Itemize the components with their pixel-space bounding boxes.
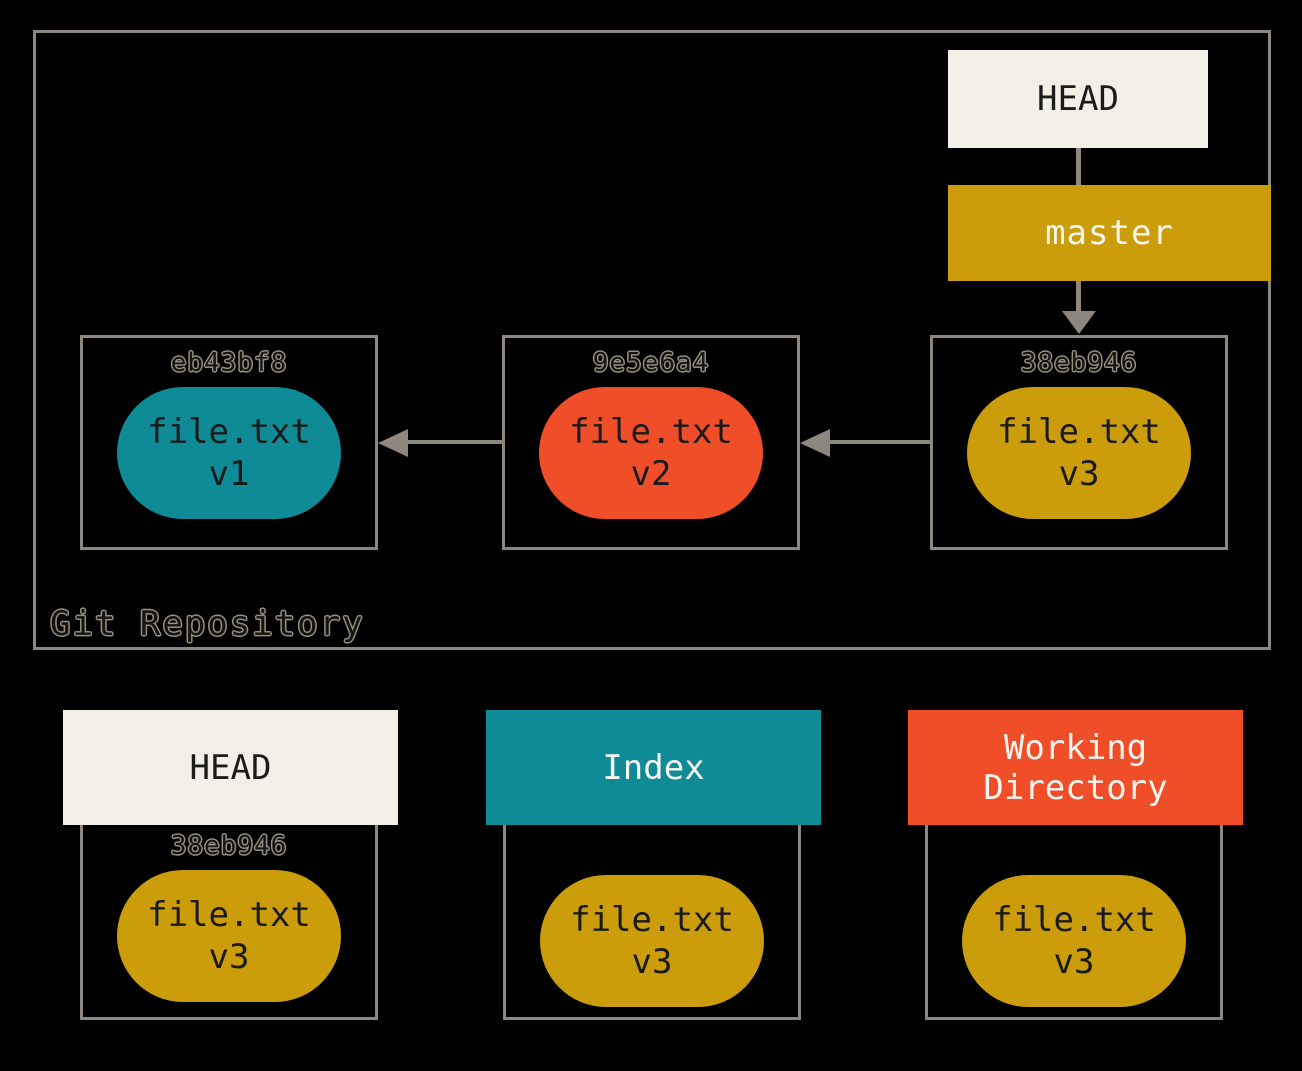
master-branch-box: master — [948, 185, 1271, 281]
file-name: file.txt — [569, 412, 733, 452]
area-box-working-directory: file.txt v3 — [925, 820, 1223, 1020]
commit-box-1: eb43bf8 file.txt v1 — [80, 335, 378, 550]
file-version: v1 — [208, 454, 250, 494]
file-version: v2 — [630, 454, 672, 494]
file-version: v3 — [1058, 454, 1100, 494]
file-version: v3 — [1053, 942, 1095, 982]
commit-box-2: 9e5e6a4 file.txt v2 — [502, 335, 800, 550]
file-blob: file.txt v3 — [117, 870, 341, 1002]
commit-box-3: 38eb946 file.txt v3 — [930, 335, 1228, 550]
file-blob: file.txt v3 — [540, 875, 764, 1007]
area-title: HEAD — [189, 747, 272, 788]
file-name: file.txt — [570, 900, 734, 940]
file-name: file.txt — [992, 900, 1156, 940]
area-header-index: Index — [486, 710, 821, 825]
commit3-to-commit2-arrow — [828, 440, 930, 444]
master-to-commit-connector — [1076, 281, 1081, 312]
head-pointer-label: HEAD — [1037, 79, 1119, 119]
file-name: file.txt — [147, 895, 311, 935]
master-branch-label: master — [1045, 213, 1174, 253]
head-pointer-box: HEAD — [948, 50, 1208, 148]
file-version: v3 — [631, 942, 673, 982]
file-blob: file.txt v1 — [117, 387, 341, 519]
area-box-index: file.txt v3 — [503, 820, 801, 1020]
git-repository-label: Git Repository — [50, 604, 365, 644]
file-blob: file.txt v3 — [967, 387, 1191, 519]
left-arrowhead-icon — [800, 429, 830, 457]
commit-hash: 9e5e6a4 — [592, 348, 710, 378]
commit-hash: eb43bf8 — [170, 348, 288, 378]
head-to-master-connector — [1076, 148, 1081, 185]
file-version: v3 — [208, 937, 250, 977]
area-box-head: 38eb946 file.txt v3 — [80, 820, 378, 1020]
area-title: Working Directory — [983, 727, 1168, 808]
area-header-working-directory: Working Directory — [908, 710, 1243, 825]
commit-hash: 38eb946 — [1020, 348, 1138, 378]
git-repository-box — [33, 30, 1271, 650]
file-name: file.txt — [147, 412, 311, 452]
commit2-to-commit1-arrow — [406, 440, 502, 444]
file-blob: file.txt v3 — [962, 875, 1186, 1007]
area-title: Index — [602, 747, 705, 788]
file-name: file.txt — [997, 412, 1161, 452]
left-arrowhead-icon — [378, 429, 408, 457]
commit-hash: 38eb946 — [170, 831, 288, 861]
area-header-head: HEAD — [63, 710, 398, 825]
file-blob: file.txt v2 — [539, 387, 763, 519]
down-arrowhead-icon — [1062, 311, 1096, 334]
